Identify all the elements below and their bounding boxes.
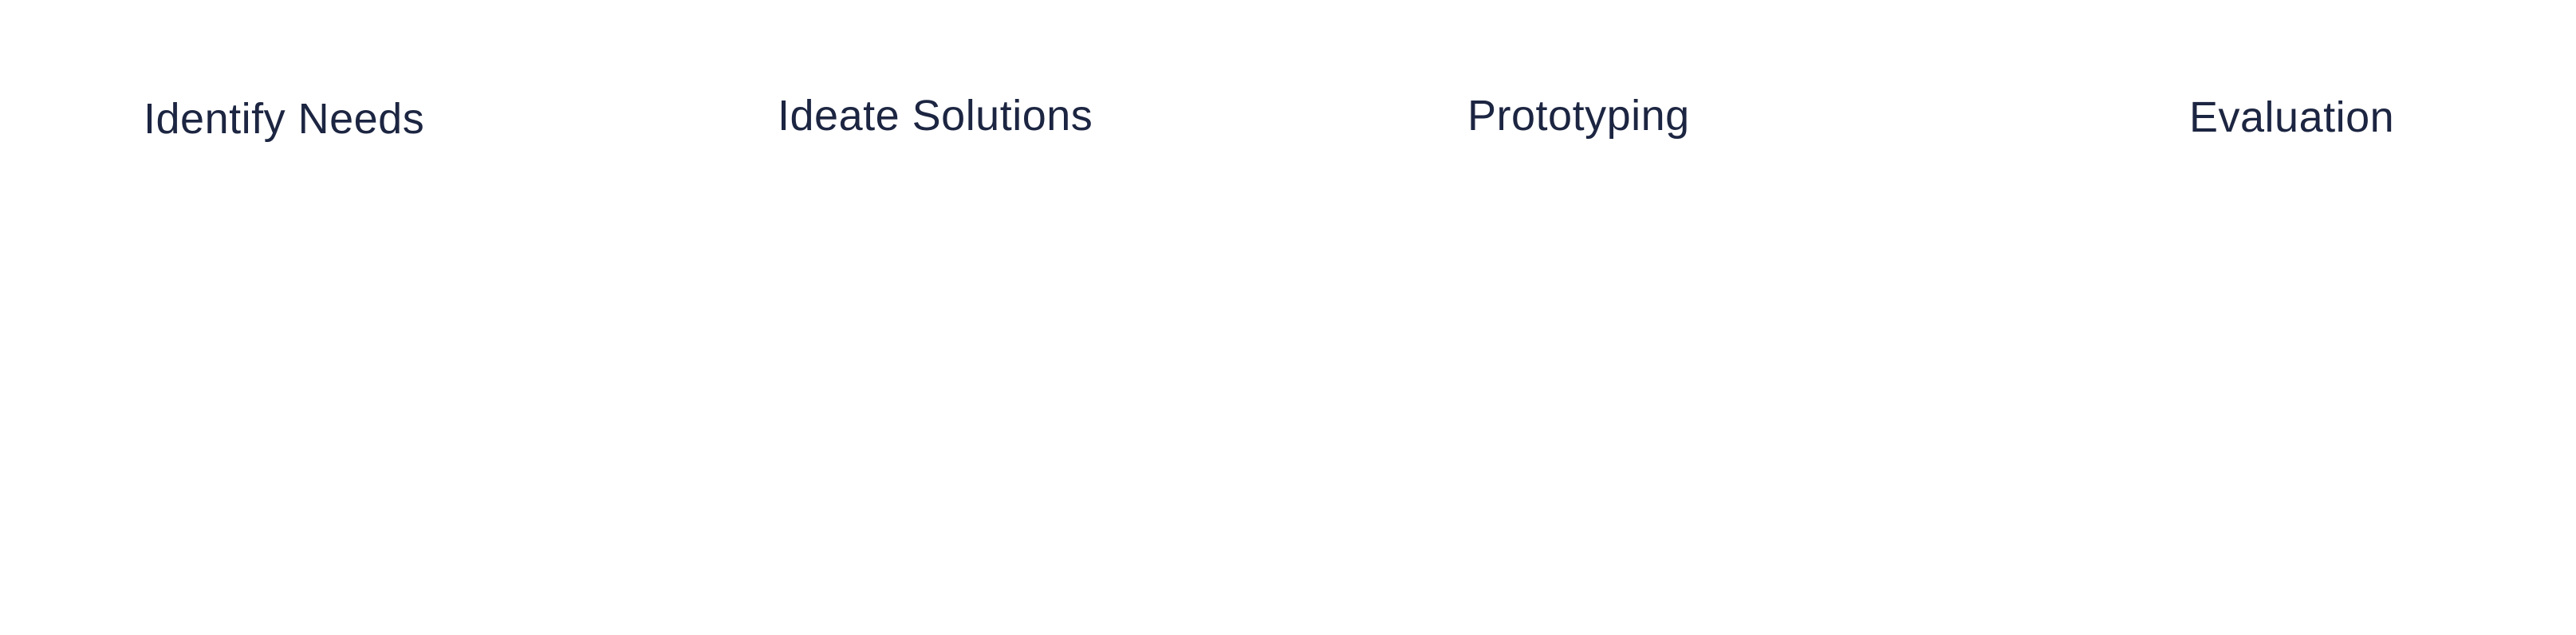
stage-label-ideate-solutions: Ideate Solutions	[778, 92, 1093, 140]
stage-label-prototyping: Prototyping	[1467, 92, 1690, 140]
stage-label-identify-needs: Identify Needs	[144, 95, 425, 143]
stage-label-evaluation: Evaluation	[2189, 93, 2395, 141]
